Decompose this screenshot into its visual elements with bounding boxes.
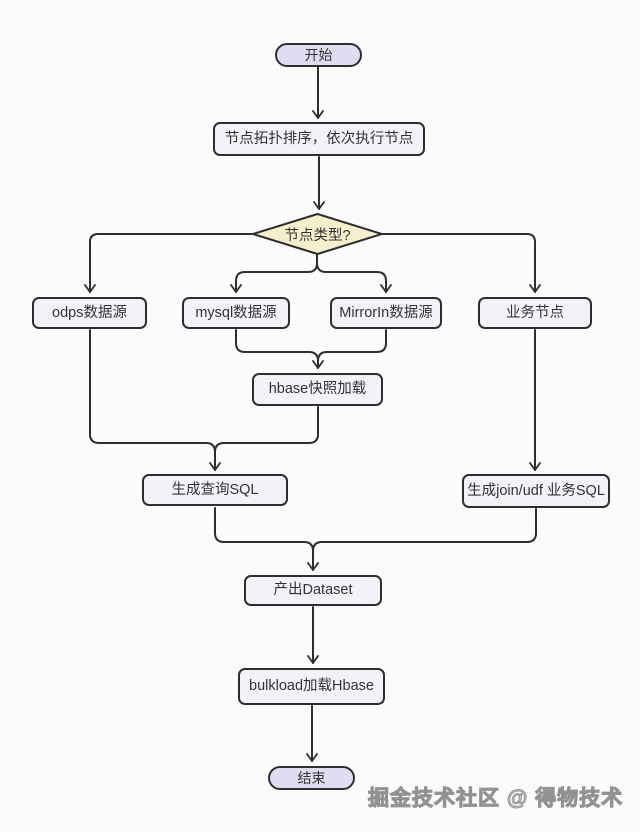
node-business-node: 业务节点 [478, 297, 592, 329]
node-produce-dataset: 产出Dataset [244, 575, 382, 606]
edge-odps-to-genquery [89, 329, 221, 471]
edge-decision-to-mysql [230, 253, 318, 293]
edge-hbase-to-genquery [214, 406, 319, 453]
node-mysql-datasource: mysql数据源 [182, 297, 290, 329]
node-start: 开始 [275, 43, 362, 67]
decision-diamond-shape [252, 213, 383, 255]
edge-decision-to-odps [84, 233, 254, 293]
node-decision-label: 节点类型? [284, 227, 351, 244]
edge-genjoin-to-dataset [312, 508, 537, 552]
edge-genquery-to-dataset [214, 507, 319, 571]
edge-mysql-to-hbase [235, 329, 324, 369]
edge-decision-to-mirrorin [316, 253, 392, 293]
node-generate-join-udf-sql: 生成join/udf 业务SQL [462, 474, 610, 508]
node-odps-datasource: odps数据源 [32, 297, 147, 329]
edge-decision-to-business [381, 233, 541, 293]
node-topological-sort: 节点拓扑排序，依次执行节点 [213, 122, 425, 156]
edge-mirrorin-to-hbase [317, 329, 387, 362]
watermark-text: 掘金技术社区 @ 得物技术 [368, 787, 624, 811]
node-hbase-snapshot-load: hbase快照加载 [252, 373, 383, 406]
node-end: 结束 [268, 766, 355, 790]
node-mirrorin-datasource: MirrorIn数据源 [330, 297, 442, 329]
node-bulkload-hbase: bulkload加载Hbase [238, 668, 385, 705]
node-generate-query-sql: 生成查询SQL [142, 474, 288, 506]
